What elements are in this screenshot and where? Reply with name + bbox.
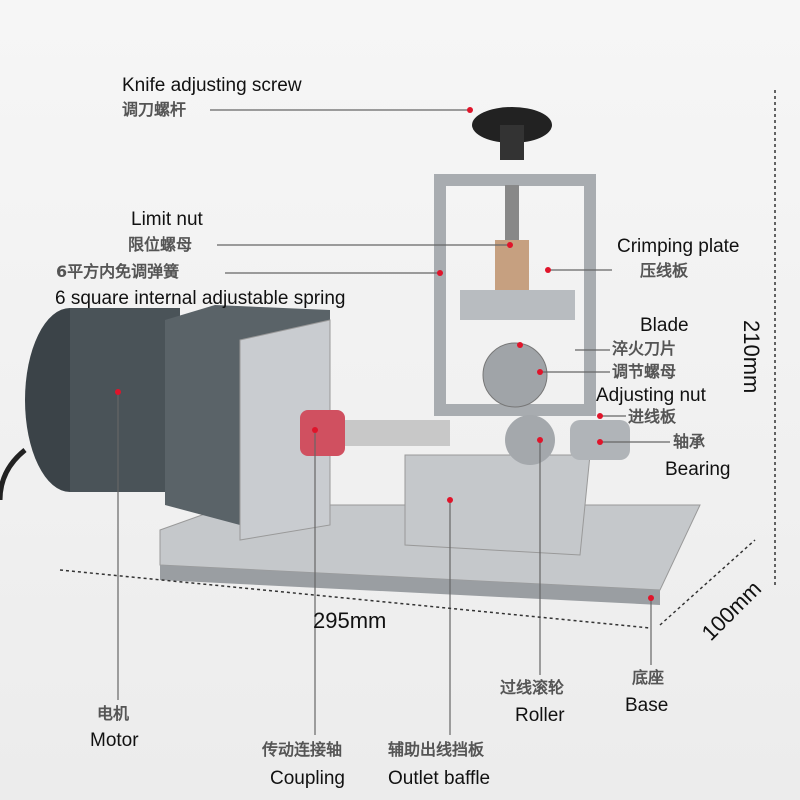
- coupling-label-cn: 传动连接轴: [262, 740, 343, 759]
- limit-nut-label-en: Limit nut: [131, 209, 203, 230]
- base-plate-edge: [160, 565, 660, 605]
- length-dimension: 295mm: [313, 608, 387, 633]
- limit-nut-label-cn: 限位螺母: [128, 235, 193, 254]
- blade-label-cn: 淬火刀片: [612, 339, 677, 358]
- inlet-label-cn: 进线板: [628, 407, 677, 426]
- coupling: [300, 410, 345, 456]
- roller: [505, 415, 555, 465]
- blade: [482, 342, 548, 408]
- baffle-label-cn: 辅助出线挡板: [388, 740, 485, 759]
- motor-cable: [0, 448, 27, 501]
- coupling-label-en: Coupling: [270, 768, 345, 789]
- motor-bracket: [239, 319, 331, 541]
- crimping-label-cn: 压线板: [640, 261, 689, 280]
- roller-label-cn: 过线滚轮: [500, 678, 565, 697]
- base-label-en: Base: [625, 695, 669, 716]
- leader-lines: [117, 109, 670, 735]
- baffle-label-en: Outlet baffle: [388, 768, 491, 789]
- outlet-baffle: [404, 454, 591, 556]
- spring: [495, 240, 529, 290]
- base-label-cn: 底座: [632, 668, 665, 687]
- dimension-lines: [59, 90, 776, 629]
- blade-label-en: Blade: [640, 315, 689, 336]
- adjust-label-en: Adjusting nut: [596, 385, 706, 406]
- bearing-label-cn: 轴承: [673, 432, 706, 451]
- knob-stem: [500, 125, 524, 160]
- motor-label-en: Motor: [90, 730, 139, 751]
- knife-screw-label-en: Knife adjusting screw: [122, 75, 302, 96]
- spring-label-cn: 6平方内免调弹簧: [56, 262, 180, 281]
- crimping-plate: [460, 290, 575, 320]
- spring-label-en: 6 square internal adjustable spring: [55, 288, 346, 309]
- frame: [434, 174, 596, 416]
- bearing-label-en: Bearing: [665, 459, 731, 480]
- adjust-label-cn: 调节螺母: [612, 362, 677, 381]
- knife-screw-label-cn: 调刀螺杆: [122, 100, 187, 119]
- motor-label-cn: 电机: [97, 704, 130, 723]
- motor-body: [70, 308, 180, 492]
- height-dimension: 210mm: [739, 320, 764, 394]
- roller-label-en: Roller: [515, 705, 565, 726]
- marker-dots: [115, 107, 654, 601]
- crimping-label-en: Crimping plate: [617, 236, 740, 257]
